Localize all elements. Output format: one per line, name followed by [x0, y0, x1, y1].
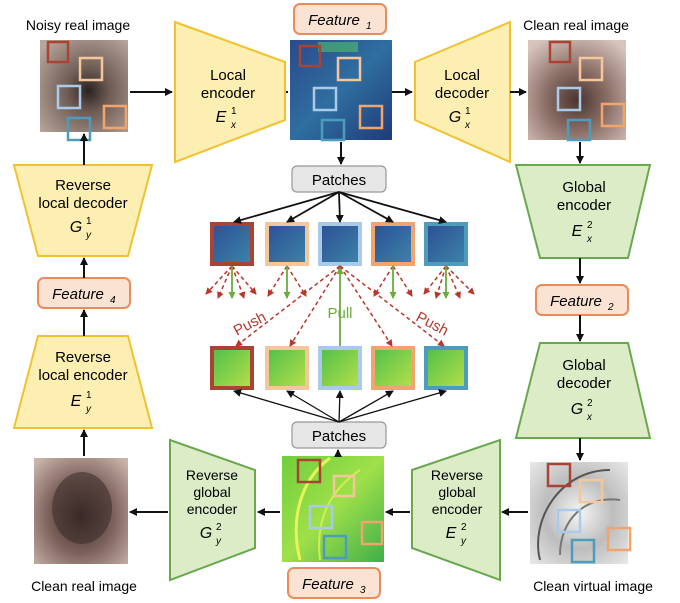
svg-text:x: x [230, 120, 237, 131]
svg-text:Feature: Feature [550, 293, 602, 310]
feature-map-3 [282, 456, 384, 562]
svg-text:global: global [193, 484, 230, 500]
svg-text:G: G [571, 401, 583, 418]
svg-text:4: 4 [110, 295, 116, 306]
svg-text:E: E [216, 109, 227, 126]
svg-text:y: y [215, 536, 222, 547]
clean-virtual-image-label: Clean virtual image [533, 578, 653, 594]
local-decoder-block: Local decoder G x 1 [414, 20, 511, 164]
global-decoder-block: Global decoder G x 2 [514, 342, 652, 439]
svg-text:E: E [71, 393, 82, 410]
svg-text:decoder: decoder [435, 85, 489, 102]
svg-text:3: 3 [360, 585, 366, 596]
clean-virtual-image [530, 462, 632, 564]
feature-4-label: Feature 4 [37, 277, 131, 309]
patch-top-2 [265, 222, 309, 266]
svg-text:2: 2 [216, 522, 222, 533]
patch-bottom-4 [371, 346, 415, 390]
svg-text:Reverse: Reverse [55, 349, 111, 366]
svg-text:2: 2 [587, 398, 593, 409]
svg-text:1: 1 [366, 21, 372, 32]
reverse-global-encoder-left-block: Reverse global encoder G y 2 [169, 438, 256, 582]
patch-bottom-5 [424, 346, 468, 390]
patch-top-3 [318, 222, 362, 266]
clean-real-image-bottom [34, 458, 128, 564]
pull-label: Pull [327, 305, 352, 322]
svg-text:Reverse: Reverse [55, 177, 111, 194]
patches-bottom-box: Patches [291, 421, 387, 449]
svg-text:x: x [586, 234, 593, 245]
svg-text:E: E [572, 223, 583, 240]
svg-text:Reverse: Reverse [186, 467, 238, 483]
svg-text:1: 1 [86, 216, 92, 227]
svg-text:Global: Global [562, 357, 605, 374]
patch-top-4 [371, 222, 415, 266]
svg-text:encoder: encoder [557, 197, 611, 214]
svg-text:1: 1 [231, 106, 237, 117]
noisy-real-image-label: Noisy real image [26, 17, 130, 33]
svg-text:encoder: encoder [187, 501, 238, 517]
svg-text:local decoder: local decoder [38, 195, 127, 212]
svg-text:Feature: Feature [302, 576, 354, 593]
reverse-global-encoder-right-block: Reverse global encoder E y 2 [411, 438, 501, 582]
push-arrows [205, 265, 475, 347]
svg-text:G: G [70, 219, 82, 236]
svg-text:local encoder: local encoder [38, 367, 127, 384]
svg-text:encoder: encoder [201, 85, 255, 102]
svg-text:Local: Local [444, 67, 480, 84]
feature-1-label: Feature 1 [293, 3, 387, 35]
svg-text:G: G [449, 109, 461, 126]
top-patch-row [210, 222, 468, 266]
clean-real-image-top-label: Clean real image [523, 17, 629, 33]
patch-split-arrows-bottom [233, 389, 447, 423]
feature-3-label: Feature 3 [287, 567, 381, 599]
svg-text:decoder: decoder [557, 375, 611, 392]
pull-arrows [228, 266, 450, 346]
svg-text:Local: Local [210, 67, 246, 84]
flow-arrows [80, 88, 584, 516]
patch-bottom-3 [318, 346, 362, 390]
feature-map-1 [290, 40, 392, 142]
svg-text:2: 2 [461, 522, 467, 533]
reverse-local-encoder-block: Reverse local encoder E y 1 [12, 335, 154, 429]
svg-text:1: 1 [86, 390, 92, 401]
svg-text:2: 2 [587, 220, 593, 231]
patch-split-arrows-top [233, 191, 447, 224]
svg-text:Feature: Feature [308, 12, 360, 29]
bottom-patch-row [210, 346, 468, 390]
svg-text:global: global [438, 484, 475, 500]
patch-top-5 [424, 222, 468, 266]
svg-text:1: 1 [465, 106, 471, 117]
reverse-local-decoder-block: Reverse local decoder G y 1 [12, 164, 154, 257]
patch-top-1 [210, 222, 254, 266]
svg-text:Reverse: Reverse [431, 467, 483, 483]
patch-bottom-2 [265, 346, 309, 390]
push-label-right: Push [413, 308, 451, 339]
svg-text:x: x [586, 412, 593, 423]
global-encoder-block: Global encoder E x 2 [514, 164, 652, 259]
patches-top-box: Patches [291, 165, 387, 193]
local-encoder-block: Local encoder E x 1 [174, 20, 286, 164]
svg-text:y: y [85, 404, 92, 415]
svg-text:y: y [85, 230, 92, 241]
svg-text:Feature: Feature [52, 286, 104, 303]
svg-text:y: y [460, 536, 467, 547]
svg-text:Patches: Patches [312, 428, 366, 445]
svg-text:encoder: encoder [432, 501, 483, 517]
svg-text:G: G [200, 525, 212, 542]
svg-text:E: E [446, 525, 457, 542]
svg-text:Patches: Patches [312, 172, 366, 189]
clean-real-image-top [528, 40, 626, 142]
patch-bottom-1 [210, 346, 254, 390]
noisy-real-image [40, 40, 128, 142]
svg-text:2: 2 [607, 302, 614, 313]
svg-text:Global: Global [562, 179, 605, 196]
feature-2-label: Feature 2 [535, 284, 629, 316]
clean-real-image-bottom-label: Clean real image [31, 578, 137, 594]
svg-text:x: x [464, 120, 471, 131]
